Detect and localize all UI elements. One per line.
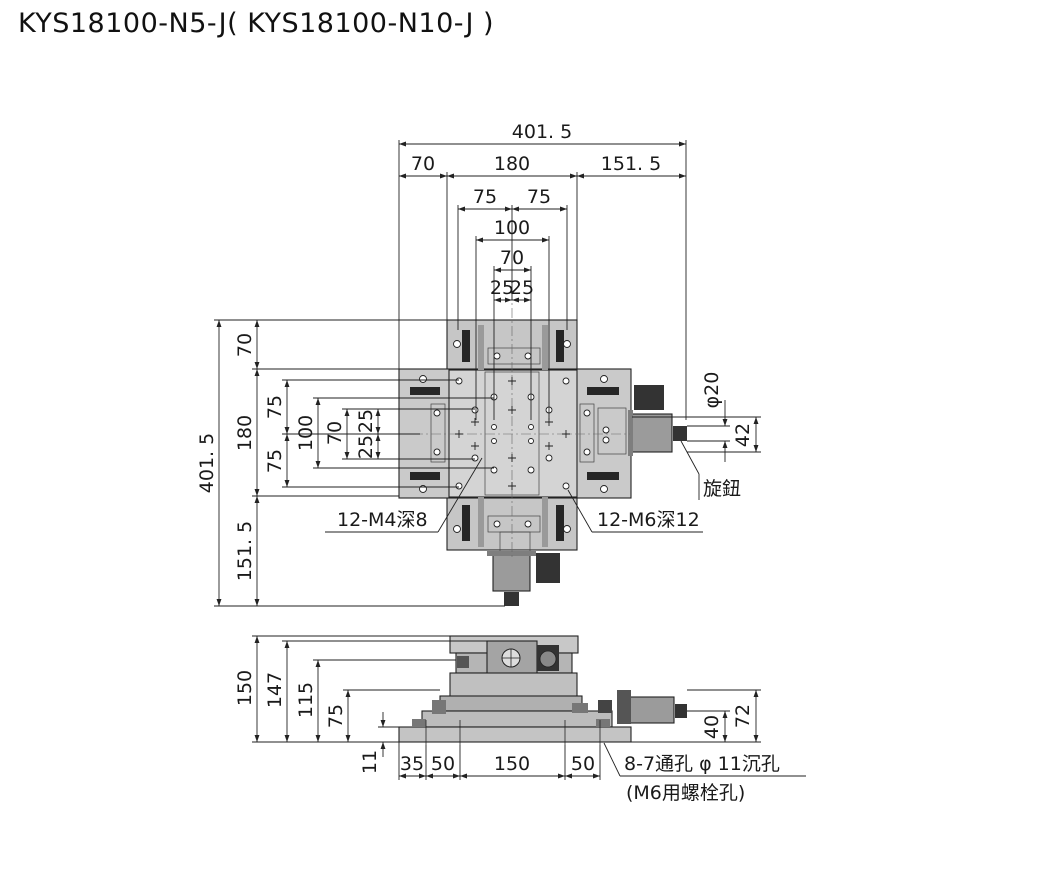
dim-left-75-top: 75 [264, 395, 286, 419]
y-motor-body [492, 552, 531, 592]
x-motor-connector [634, 385, 664, 410]
dim-side-50-left: 50 [431, 753, 455, 775]
dim-side-50-right: 50 [571, 753, 595, 775]
y-strip-right [542, 325, 548, 370]
dim-side-40: 40 [701, 715, 723, 739]
dim-top-75-left: 75 [473, 186, 497, 208]
x-motor-body [631, 413, 673, 453]
dim-knob-dia: φ20 [701, 372, 723, 409]
clamp-block-top [487, 347, 541, 365]
label-holes-m6: 12-M6深12 [597, 509, 700, 531]
label-mount-holes: 8-7通孔 φ 11沉孔 [624, 753, 780, 775]
dim-top-25-right: 25 [510, 277, 534, 299]
dim-top-right: 151. 5 [601, 153, 661, 175]
y-rail-right-top [556, 330, 564, 362]
y-rail-right-bottom [556, 505, 564, 541]
side-dimension-lines [252, 635, 806, 780]
label-knob: 旋鈕 [703, 478, 741, 500]
x-rail-top-right [587, 387, 619, 395]
x-feed-block [597, 407, 627, 455]
dim-left-top: 70 [234, 333, 256, 357]
x-rail-top [410, 387, 440, 395]
dim-top-middle: 180 [494, 153, 530, 175]
dim-side-35: 35 [400, 753, 424, 775]
hole-pattern [419, 340, 610, 533]
dim-side-150-bottom: 150 [494, 753, 530, 775]
dim-side-72: 72 [732, 704, 754, 728]
center-table [448, 369, 578, 498]
dim-left-25-bottom: 25 [355, 435, 377, 459]
top-dimension-lines [398, 140, 687, 420]
y-rail-left-bottom [462, 505, 470, 541]
y-strip-left [478, 325, 484, 370]
side-base-plate [398, 726, 632, 743]
side-lower-slide [421, 710, 613, 728]
hole-crosses [455, 377, 570, 490]
top-view: 401. 5 70 180 151. 5 75 75 100 70 25 25 [196, 121, 761, 607]
dim-top-75-right: 75 [527, 186, 551, 208]
clamp-block-left [430, 403, 446, 463]
dim-left-75-bottom: 75 [264, 449, 286, 473]
dim-left-overall: 401. 5 [196, 433, 218, 493]
x-motor-flange [628, 410, 633, 456]
label-holes-m4: 12-M4深8 [337, 509, 428, 531]
dim-left-middle: 180 [234, 415, 256, 451]
dim-side-150: 150 [234, 670, 256, 706]
left-dimension-lines [214, 319, 505, 607]
y-strip-right-b [542, 497, 548, 547]
x-rail-bottom-right [587, 472, 619, 480]
dim-left-bottom: 151. 5 [234, 521, 256, 581]
dim-side-11: 11 [359, 750, 381, 774]
dim-knob-offset: 42 [732, 423, 754, 447]
hole-leaders [325, 457, 703, 533]
dim-top-left: 70 [411, 153, 435, 175]
dim-top-100: 100 [494, 217, 530, 239]
side-view: 150 147 115 75 11 40 72 35 50 150 50 8-7… [234, 635, 806, 804]
dim-side-147: 147 [264, 672, 286, 708]
label-mount-holes-sub: (M6用螺栓孔) [626, 782, 745, 804]
page-title: KYS18100-N5-J( KYS18100-N10-J ) [18, 8, 495, 39]
y-strip-left-b [478, 497, 484, 547]
clamp-block-right [579, 403, 595, 463]
dim-left-70: 70 [324, 421, 346, 445]
dim-left-100: 100 [295, 415, 317, 451]
x-rail-bottom [410, 472, 440, 480]
side-x-motor [629, 696, 675, 724]
dim-side-115: 115 [295, 682, 317, 718]
y-motor-flange [487, 551, 536, 556]
side-x-knob [675, 704, 687, 718]
dim-side-75: 75 [325, 704, 347, 728]
dim-top-70: 70 [500, 247, 524, 269]
right-dimension-lines [632, 400, 761, 500]
y-rail-left-top [462, 330, 470, 362]
y-knob [504, 592, 519, 606]
y-motor-connector [536, 553, 560, 583]
dim-top-25-left: 25 [490, 277, 514, 299]
dim-top-overall: 401. 5 [512, 121, 572, 143]
dim-left-25-top: 25 [355, 409, 377, 433]
x-knob [673, 426, 687, 441]
